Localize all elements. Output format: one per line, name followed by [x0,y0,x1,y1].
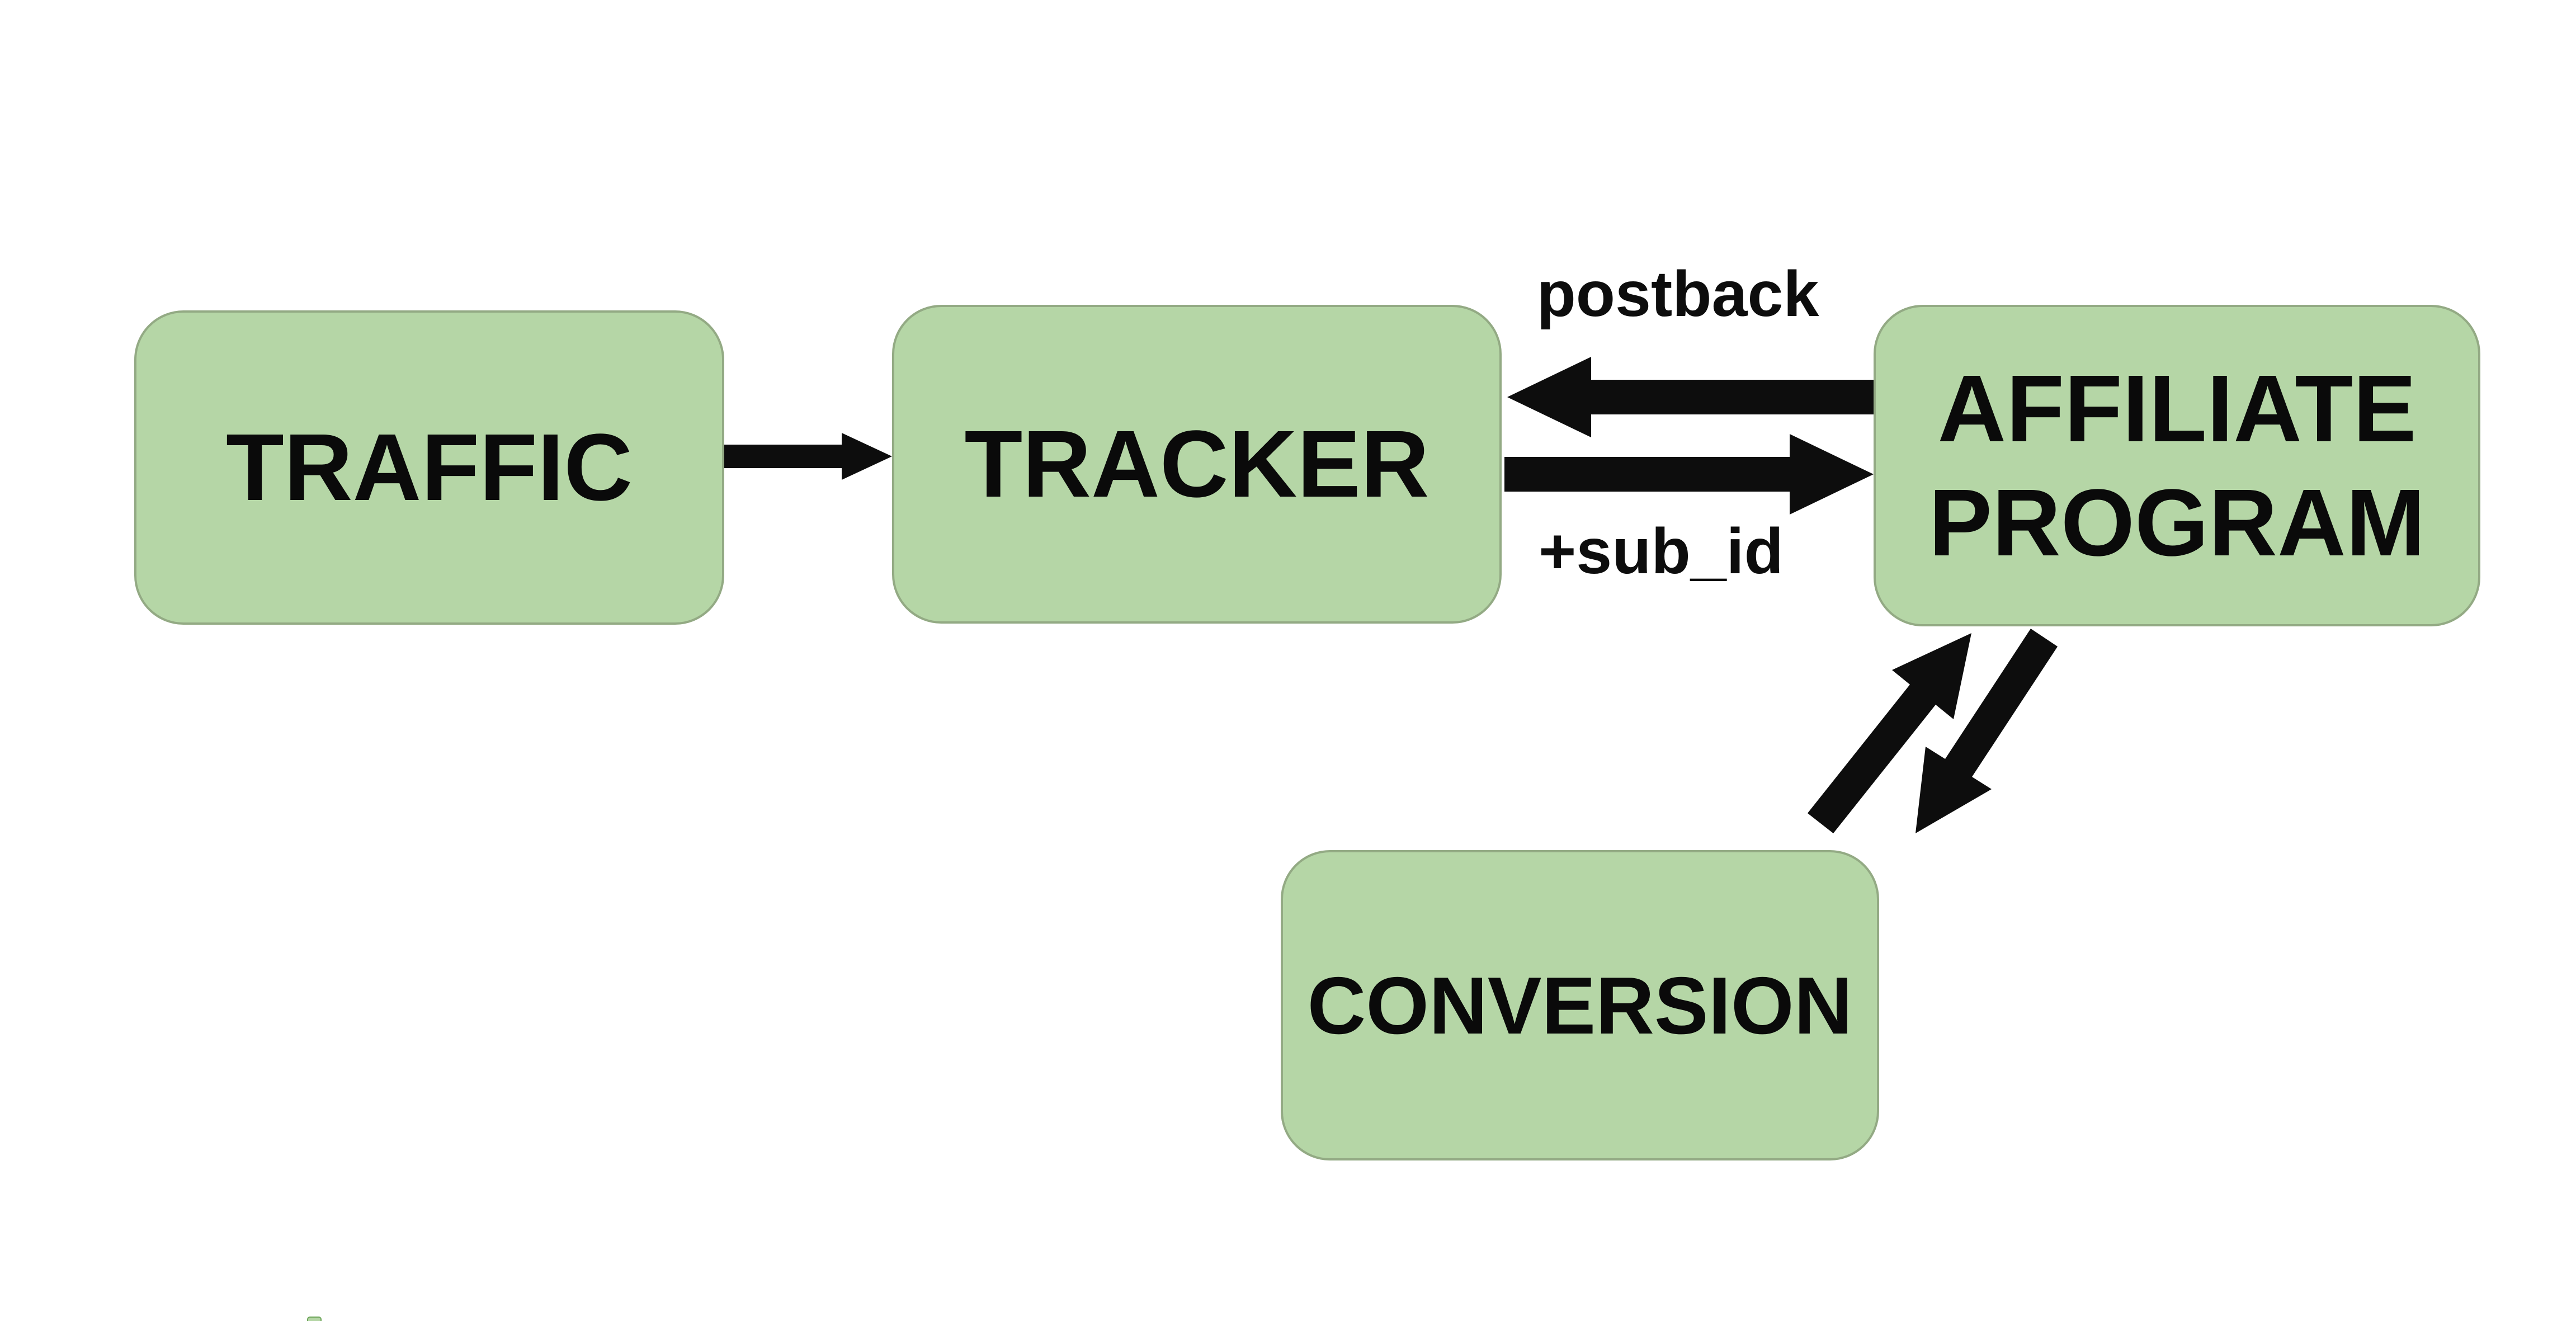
node-tracker: TRACKER [892,305,1502,624]
arrow-subid-tracker-to-affiliate [1504,434,1874,515]
node-traffic: TRAFFIC [134,310,724,625]
arrow-affiliate-to-conversion [1916,629,2058,833]
arrow-conversion-to-affiliate [1808,633,1971,833]
edge-label-sub-id: +sub_id [1539,516,1784,587]
cutoff-shape-bottom [307,1317,322,1321]
node-tracker-label: TRACKER [964,411,1429,517]
edge-label-postback: postback [1536,258,1819,330]
node-traffic-label: TRAFFIC [225,414,633,521]
node-affiliate-program: AFFILIATE PROGRAM [1874,305,2480,626]
arrow-traffic-to-tracker [724,433,892,480]
node-conversion-label: CONVERSION [1307,960,1853,1051]
arrow-postback-affiliate-to-tracker [1507,357,1874,437]
node-affiliate-program-label: AFFILIATE PROGRAM [1928,355,2426,576]
node-conversion: CONVERSION [1281,850,1879,1160]
